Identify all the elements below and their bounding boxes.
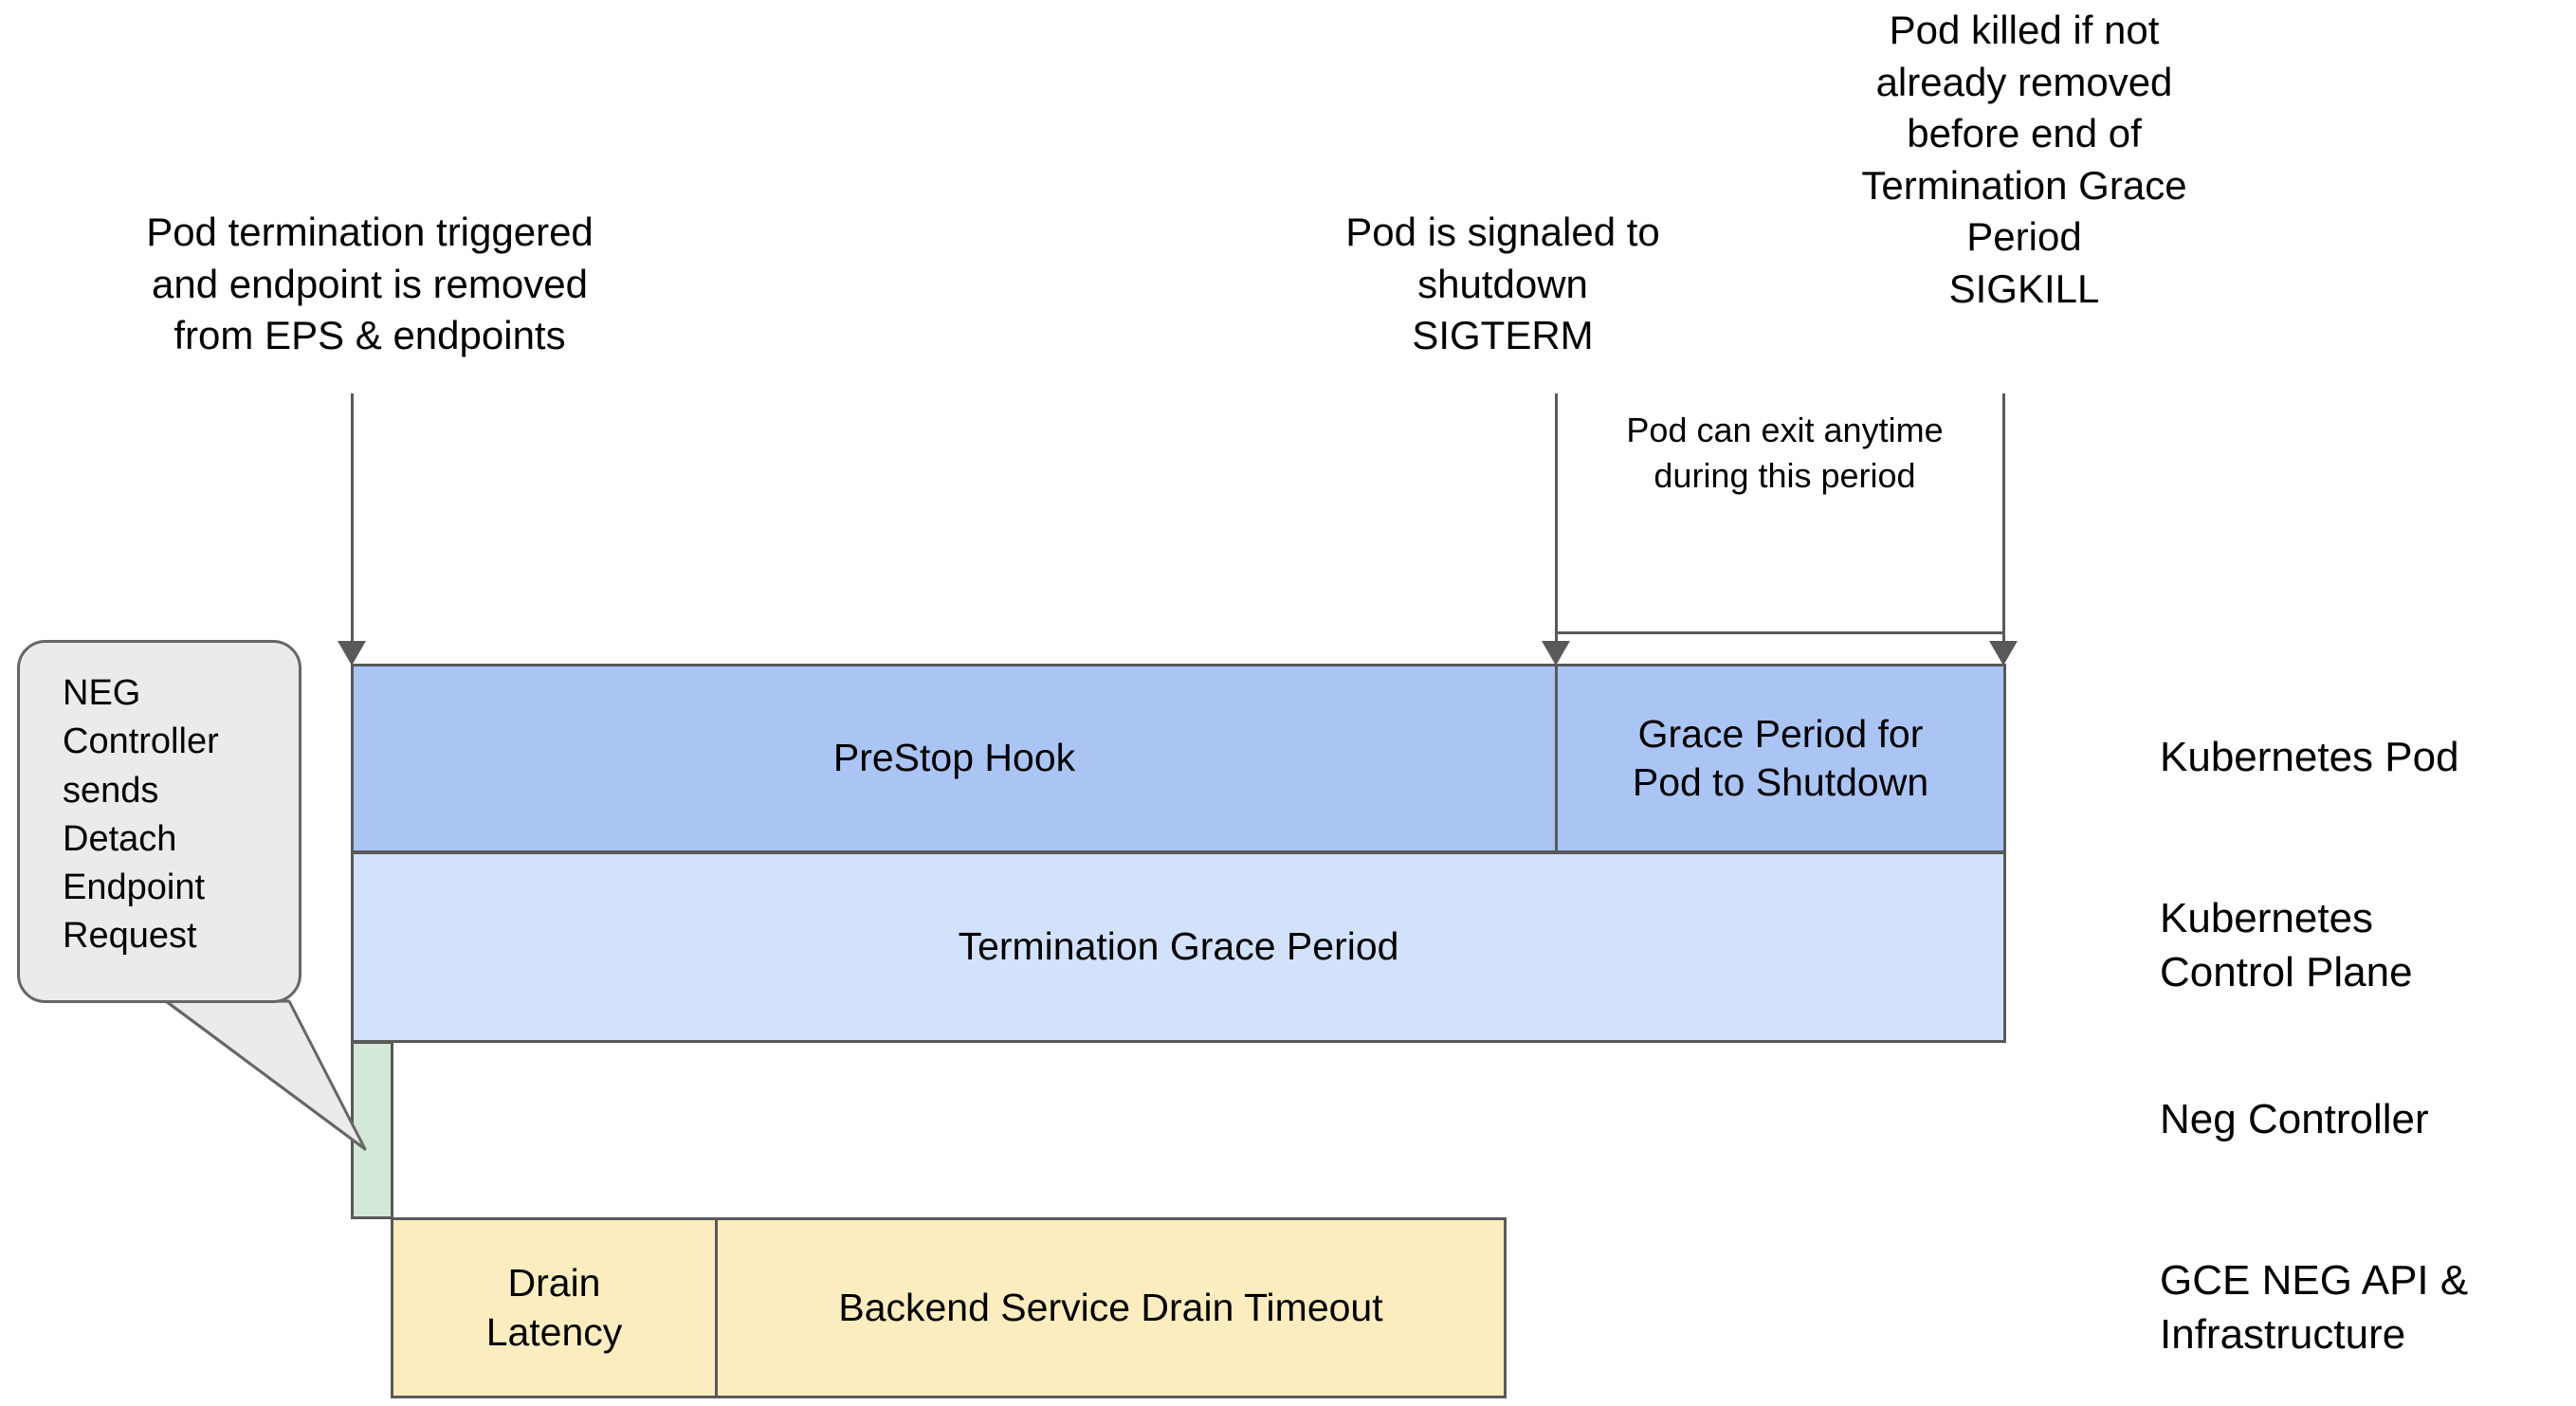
annotation-pod-killed-sigkill: Pod killed if not already removed before… bbox=[1861, 8, 2187, 311]
lane-label-gce-neg-api-infrastructure: GCE NEG API & Infrastructure bbox=[2160, 1257, 2469, 1359]
lane-label-kubernetes-control-plane: Kubernetes Control Plane bbox=[2160, 895, 2413, 996]
annotation-pod-signaled-shutdown: Pod is signaled to shutdown SIGTERM bbox=[1345, 210, 1660, 358]
span-connector-pod-can-exit bbox=[1555, 631, 2005, 634]
bar-drain-latency-label: Drain Latency bbox=[485, 1261, 623, 1354]
callout-neg-controller-detach: NEG Controller sends Detach Endpoint Req… bbox=[17, 640, 301, 1003]
bar-backend-service-drain-timeout-label: Backend Service Drain Timeout bbox=[838, 1285, 1383, 1329]
bar-prestop-hook-label: PreStop Hook bbox=[832, 736, 1076, 780]
arrow-line-sigkill bbox=[2002, 393, 2005, 648]
bar-prestop-hook[interactable]: PreStop Hook bbox=[351, 664, 1558, 853]
arrow-head-pod-termination bbox=[338, 641, 366, 666]
annotation-pod-can-exit-anytime: Pod can exit anytime during this period bbox=[1626, 411, 1944, 495]
annotation-pod-termination-triggered: Pod termination triggered and endpoint i… bbox=[146, 210, 594, 358]
bar-grace-period-for-pod-to-shutdown[interactable]: Grace Period for Pod to Shutdown bbox=[1555, 664, 2006, 853]
bar-termination-grace-period-label: Termination Grace Period bbox=[958, 924, 1399, 969]
bar-backend-service-drain-timeout[interactable]: Backend Service Drain Timeout bbox=[715, 1217, 1507, 1398]
lane-label-kubernetes-pod: Kubernetes Pod bbox=[2160, 734, 2459, 780]
arrow-line-sigterm bbox=[1555, 393, 1558, 648]
bar-grace-period-label: Grace Period for Pod to Shutdown bbox=[1632, 711, 1929, 804]
arrow-head-sigterm bbox=[1542, 641, 1570, 666]
bar-termination-grace-period[interactable]: Termination Grace Period bbox=[351, 851, 2006, 1043]
arrow-line-pod-termination bbox=[351, 393, 354, 648]
lane-label-neg-controller: Neg Controller bbox=[2160, 1096, 2429, 1142]
arrow-head-sigkill bbox=[1989, 641, 2018, 666]
bar-drain-latency[interactable]: Drain Latency bbox=[391, 1217, 718, 1398]
